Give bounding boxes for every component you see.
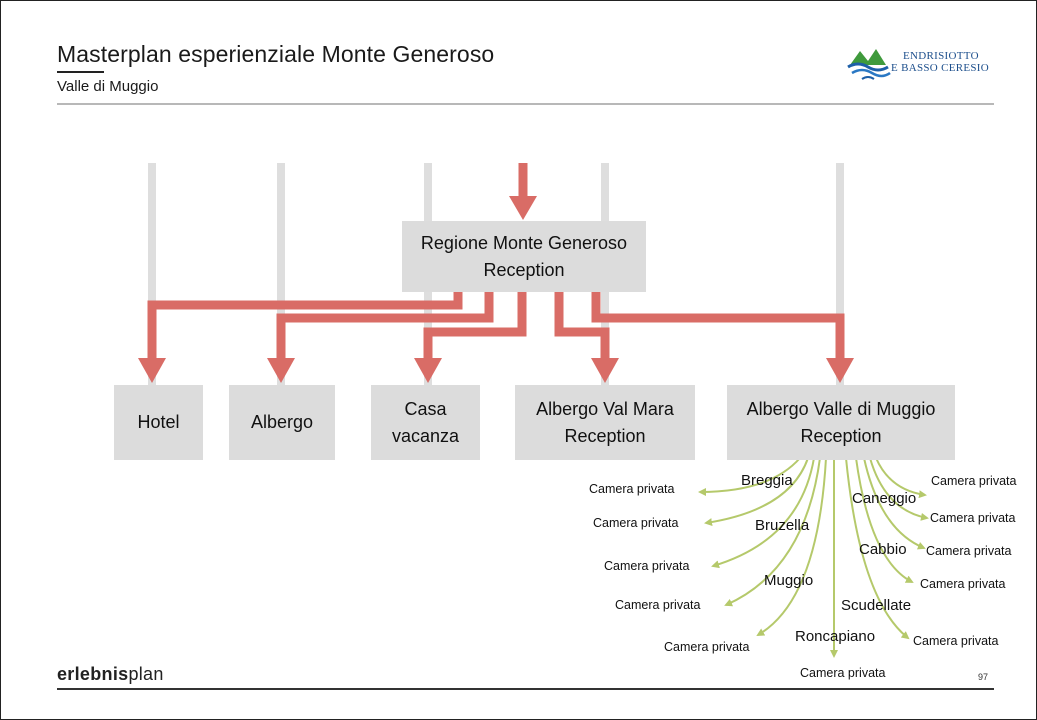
arrowhead — [509, 196, 537, 220]
branch-arrow — [875, 457, 927, 499]
camera-privata-label: Camera privata — [930, 511, 1016, 525]
village-label: Muggio — [764, 572, 814, 589]
brand-light: plan — [128, 664, 164, 684]
village-label: Scudellate — [841, 597, 912, 614]
branch-arrow — [698, 457, 801, 496]
camera-privata-label: Camera privata — [926, 544, 1012, 558]
branch-arrow — [863, 457, 926, 550]
village-label: Bruzella — [755, 517, 810, 534]
box-label: Albergo — [250, 412, 314, 432]
camera-privata-label: Camera privata — [913, 634, 999, 648]
arrowhead — [826, 358, 854, 383]
pillar — [836, 163, 844, 393]
pillar — [148, 163, 156, 393]
village-label: Roncapiano — [795, 628, 876, 645]
title-underline — [57, 71, 104, 73]
brand-bold: erlebnis — [57, 664, 129, 684]
logo-line-1: ENDRISIOTTO — [903, 50, 979, 62]
camera-privata-label: Camera privata — [800, 666, 886, 680]
logo-wordmark: ENDRISIOTTO E BASSO CERESIO — [889, 50, 989, 74]
arrowhead — [138, 358, 166, 383]
box-hotel: Hotel — [114, 385, 203, 460]
camera-privata-label: Camera privata — [589, 482, 675, 496]
erlebnisplan-logo: erlebnisplan — [57, 664, 164, 685]
logo-mark-icon — [847, 49, 891, 80]
branch-arrow — [704, 457, 809, 527]
arrowhead — [267, 358, 295, 383]
box-label: Albergo Valle di Muggio Reception — [746, 398, 936, 446]
camera-privata-label: Camera privata — [593, 516, 679, 530]
arrowhead — [591, 358, 619, 383]
box-regione-reception: Regione Monte Generoso Reception — [402, 221, 646, 292]
camera-privata-label: Camera privata — [931, 474, 1017, 488]
mendrisiotto-logo: ENDRISIOTTO E BASSO CERESIO — [846, 43, 1016, 87]
box-albergo-valle-muggio: Albergo Valle di Muggio Reception — [727, 385, 955, 460]
camera-privata-label: Camera privata — [664, 640, 750, 654]
arrow-to-casa-vacanza — [423, 292, 527, 360]
camera-privata-label: Camera privata — [604, 559, 690, 573]
branch-arrow — [711, 457, 815, 569]
box-label: Casa vacanza — [391, 398, 460, 446]
header-divider — [57, 103, 994, 105]
box-label: Regione Monte Generoso Reception — [420, 232, 628, 280]
branch-arrow — [724, 457, 821, 607]
village-label: Breggia — [741, 472, 793, 489]
arrow-to-val-mara — [554, 292, 610, 360]
slide-subtitle: Valle di Muggio — [57, 78, 159, 95]
box-casa-vacanza: Casa vacanza — [371, 385, 480, 460]
slide-title: Masterplan esperienziale Monte Generoso — [57, 41, 495, 67]
arrow-to-albergo — [276, 292, 494, 360]
arrow-to-valle-muggio — [591, 292, 845, 360]
pillar — [277, 163, 285, 393]
box-albergo: Albergo — [229, 385, 335, 460]
camera-privata-label: Camera privata — [920, 577, 1006, 591]
branch-arrow — [845, 457, 910, 640]
village-label: Caneggio — [852, 490, 917, 507]
box-albergo-val-mara: Albergo Val Mara Reception — [515, 385, 695, 460]
branch-arrow — [869, 457, 929, 521]
logo-line-2: E BASSO CERESIO — [891, 62, 990, 74]
arrow-to-hotel — [147, 292, 463, 360]
branch-arrow — [855, 457, 914, 583]
footer-divider — [57, 688, 994, 690]
page-number: 97 — [978, 672, 989, 682]
branch-arrow — [756, 457, 827, 637]
village-label: Cabbio — [859, 541, 907, 558]
box-label: Albergo Val Mara Reception — [536, 398, 674, 446]
box-label: Hotel — [137, 412, 180, 432]
camera-privata-label: Camera privata — [615, 598, 701, 612]
arrowhead — [414, 358, 442, 383]
